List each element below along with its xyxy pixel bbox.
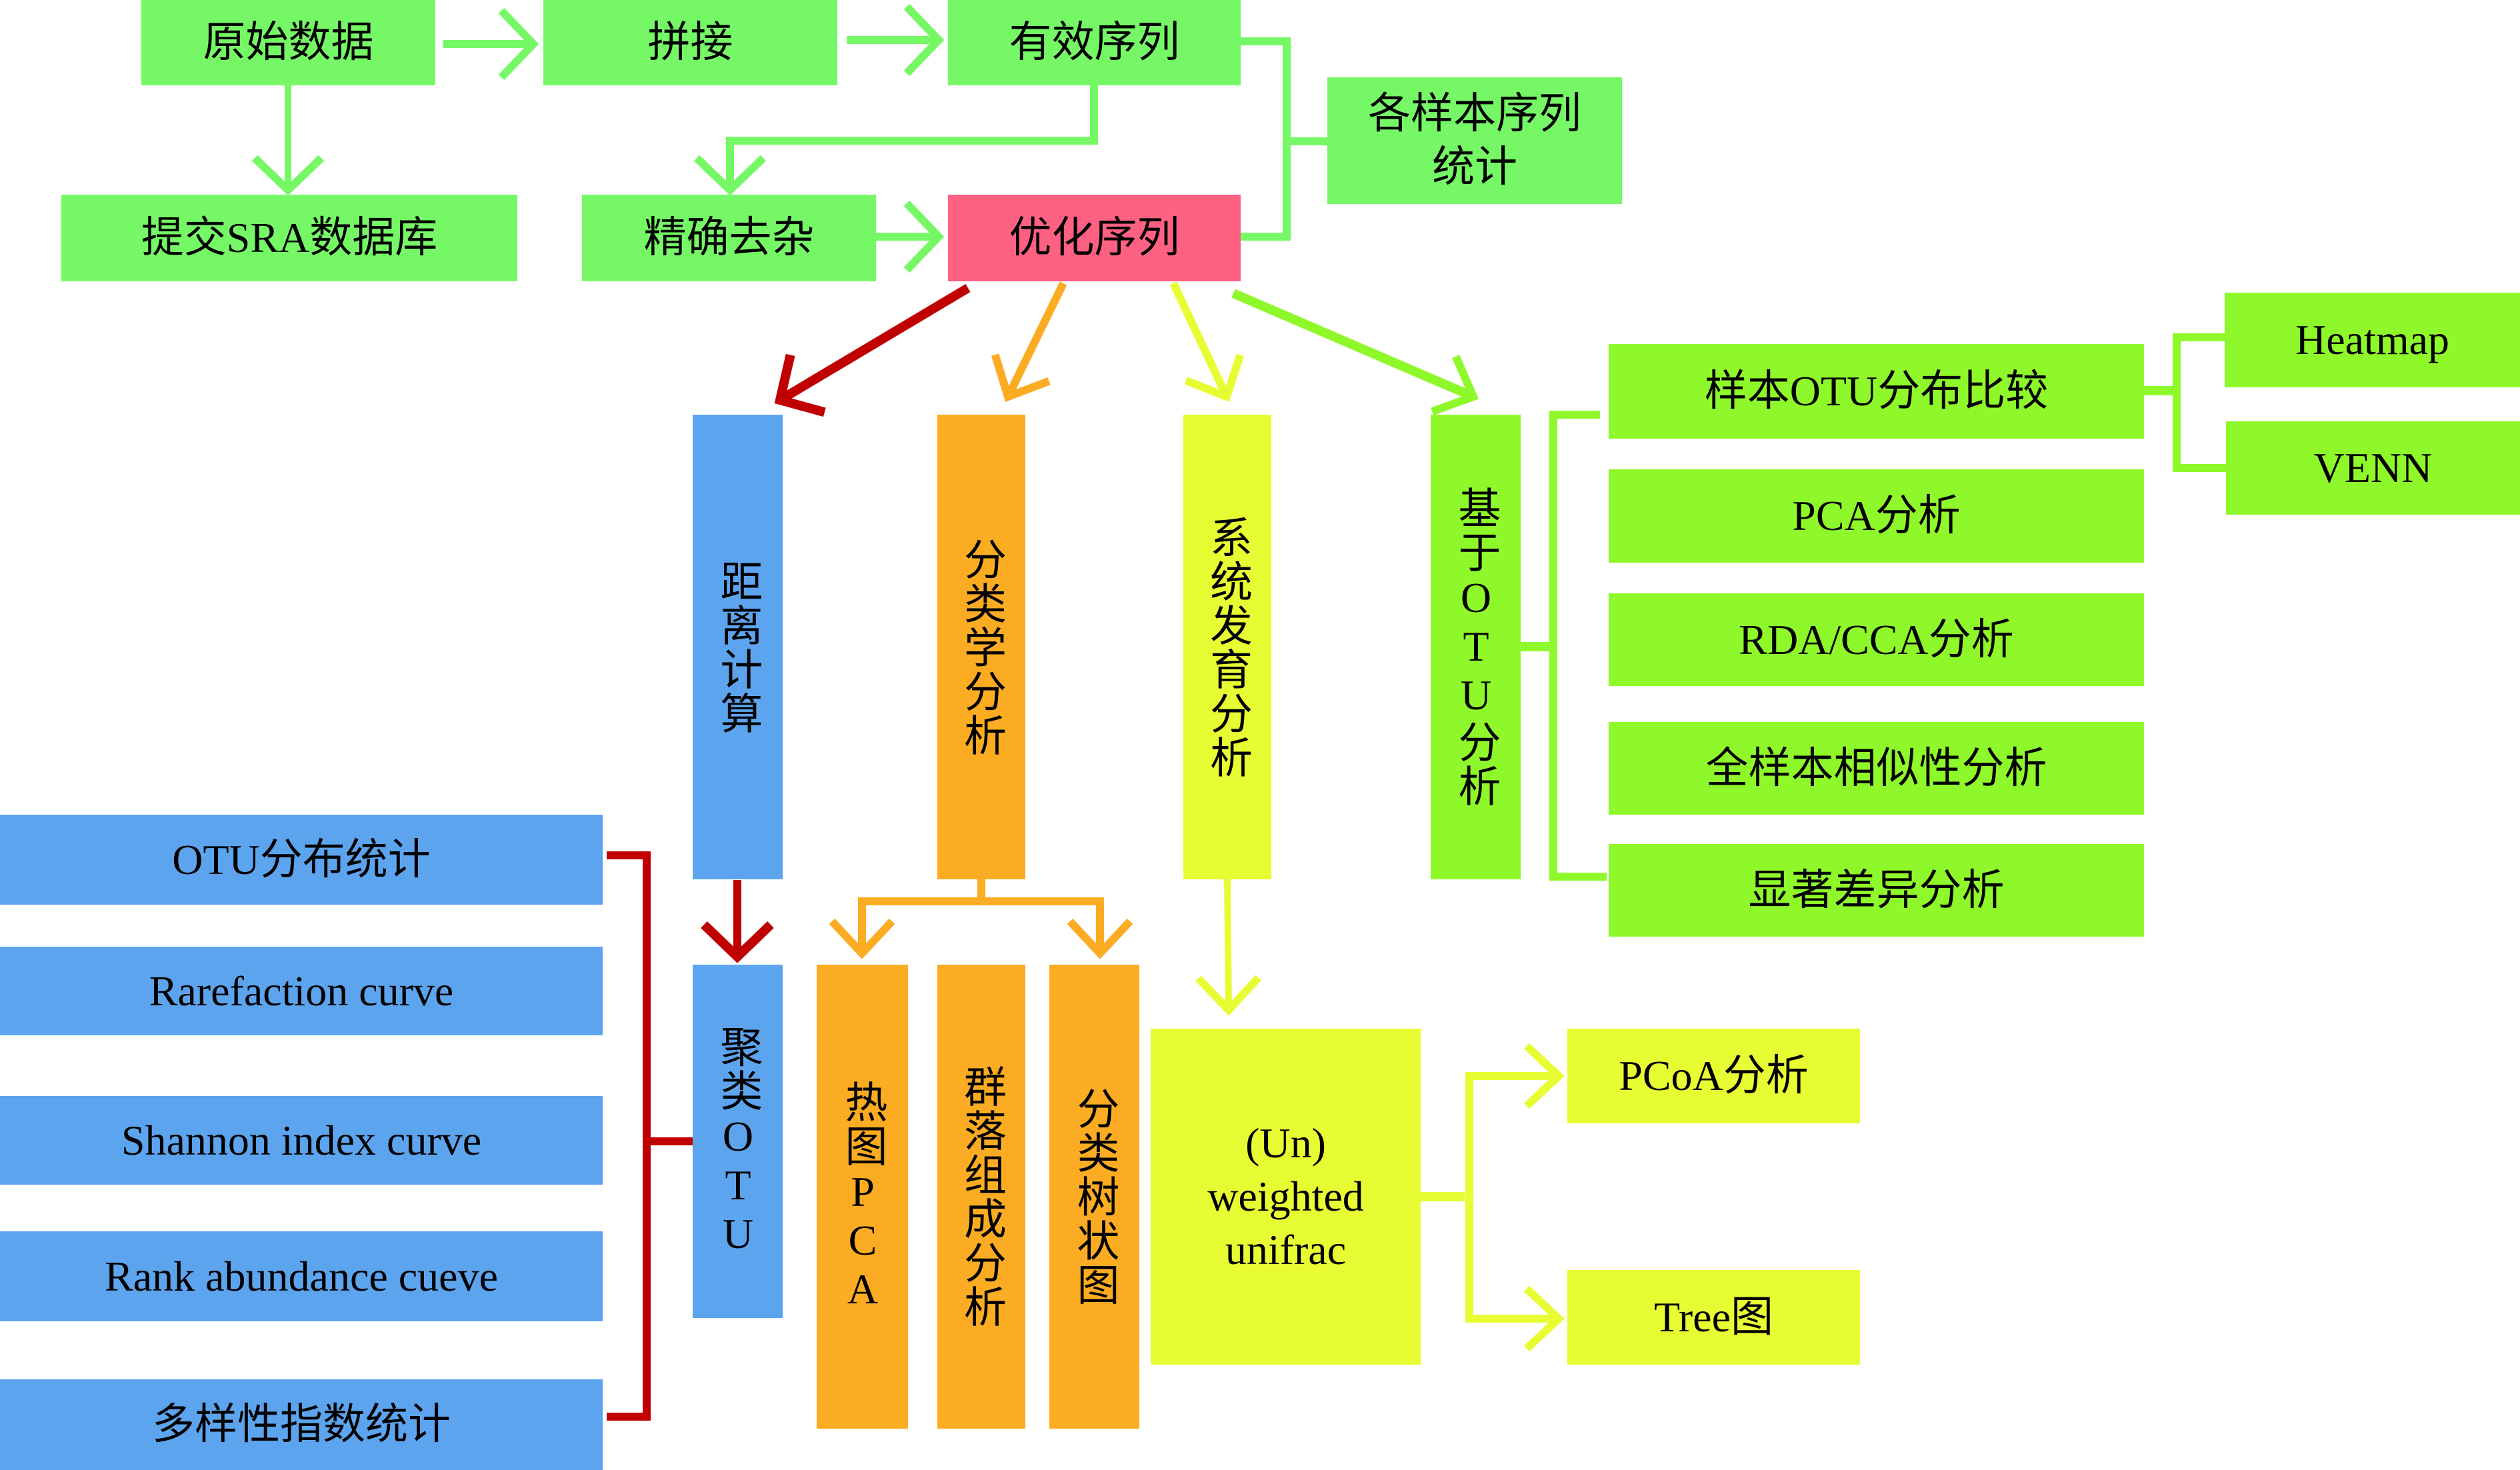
- otu-based-node[interactable]: 基于OTU分析: [1431, 415, 1521, 879]
- comparison-output-venn[interactable]: VENN: [2226, 421, 2520, 515]
- arrow-taxonomy-to-tree: [981, 897, 1133, 959]
- distance-node[interactable]: 距离计算: [693, 415, 783, 879]
- taxonomy-output-tree[interactable]: 分类树状图: [1049, 965, 1139, 1429]
- arrow-phylogeny-to-unifrac: [1195, 879, 1261, 1016]
- unifrac-label: (Un) weighted unifrac: [1207, 1119, 1364, 1273]
- taxonomy-label: 分类学分析: [958, 537, 1005, 757]
- sample-comparison-label: 样本OTU分布比较: [1704, 367, 2049, 415]
- otu-output-similarity[interactable]: 全样本相似性分析: [1609, 722, 2144, 815]
- arrow-valid-to-denoise: [693, 85, 1098, 196]
- denoise-node[interactable]: 精确去杂: [582, 195, 876, 281]
- phylogeny-label: 系统发育分析: [1204, 515, 1251, 779]
- bracket-otu-outputs: [1549, 411, 1607, 881]
- raw-data-node[interactable]: 原始数据: [141, 0, 435, 85]
- rarefaction-label: Rarefaction curve: [149, 967, 454, 1015]
- submit-sra-node[interactable]: 提交SRA数据库: [61, 195, 517, 281]
- bracket-sample-stats: [1241, 37, 1291, 241]
- distance-output-rarefaction[interactable]: Rarefaction curve: [0, 947, 603, 1035]
- otu-output-significant-difference[interactable]: 显著差异分析: [1609, 844, 2144, 937]
- sample-stats-label: 各样本序列统计: [1368, 90, 1581, 191]
- merge-node[interactable]: 拼接: [543, 0, 837, 85]
- bracket-comparison-outputs: [2173, 333, 2226, 472]
- arrow-to-phylogeny: [1169, 281, 1244, 402]
- unifrac-node[interactable]: (Un) weighted unifrac: [1151, 1029, 1421, 1365]
- taxonomy-node[interactable]: 分类学分析: [937, 415, 1025, 879]
- denoise-label: 精确去杂: [643, 214, 815, 261]
- otu-based-label: 基于OTU分析: [1452, 486, 1500, 808]
- raw-data-label: 原始数据: [203, 19, 374, 66]
- diversity-index-label: 多样性指数统计: [152, 1401, 451, 1448]
- arrow-to-otu-based: [1231, 289, 1479, 415]
- tree-label: Tree图: [1654, 1293, 1773, 1341]
- similarity-label: 全样本相似性分析: [1705, 744, 2047, 792]
- bracket-distance-outputs: [607, 851, 651, 1421]
- distance-output-diversity-index[interactable]: 多样性指数统计: [0, 1379, 603, 1470]
- arrow-unifrac-to-pcoa: [1465, 1043, 1565, 1197]
- taxonomy-tree-label: 分类树状图: [1071, 1087, 1119, 1307]
- arrow-unifrac-to-tree: [1465, 1197, 1565, 1352]
- sample-stats-node[interactable]: 各样本序列统计: [1327, 77, 1622, 204]
- rank-abundance-label: Rank abundance cueve: [105, 1252, 498, 1300]
- arrow-to-taxonomy: [991, 281, 1067, 402]
- pcoa-label: PCoA分析: [1619, 1052, 1809, 1099]
- distance-output-rank-abundance[interactable]: Rank abundance cueve: [0, 1231, 603, 1321]
- arrow-taxonomy-to-heatmap-pca: [829, 897, 981, 959]
- otu-output-pca[interactable]: PCA分析: [1609, 469, 2144, 563]
- shannon-label: Shannon index curve: [121, 1116, 482, 1164]
- valid-sequences-node[interactable]: 有效序列: [948, 0, 1241, 85]
- cluster-otu-label: 聚类OTU: [714, 1024, 762, 1259]
- distance-label: 距离计算: [714, 559, 762, 735]
- merge-label: 拼接: [647, 19, 733, 66]
- phylogeny-output-pcoa[interactable]: PCoA分析: [1567, 1029, 1860, 1123]
- phylogeny-node[interactable]: 系统发育分析: [1183, 415, 1271, 879]
- taxonomy-output-heatmap-pca[interactable]: 热图PCA: [817, 965, 908, 1429]
- distance-output-shannon[interactable]: Shannon index curve: [0, 1096, 603, 1185]
- significant-difference-label: 显著差异分析: [1748, 866, 2005, 914]
- taxonomy-output-community[interactable]: 群落组成分析: [937, 965, 1025, 1429]
- submit-sra-label: 提交SRA数据库: [141, 214, 438, 261]
- pca-label: PCA分析: [1792, 492, 1961, 539]
- heatmap-label: Heatmap: [2295, 316, 2449, 363]
- comparison-output-heatmap[interactable]: Heatmap: [2225, 293, 2520, 387]
- phylogeny-output-tree[interactable]: Tree图: [1567, 1270, 1860, 1365]
- rda-cca-label: RDA/CCA分析: [1739, 615, 2014, 663]
- otu-output-rda-cca[interactable]: RDA/CCA分析: [1609, 593, 2144, 686]
- optimized-sequences-label: 优化序列: [1009, 214, 1180, 261]
- arrow-to-distance: [774, 283, 971, 417]
- otu-stats-label: OTU分布统计: [172, 835, 431, 883]
- cluster-otu-node[interactable]: 聚类OTU: [693, 965, 783, 1318]
- valid-sequences-label: 有效序列: [1009, 19, 1180, 66]
- community-label: 群落组成分析: [958, 1065, 1005, 1329]
- heatmap-pca-label: 热图PCA: [839, 1079, 887, 1314]
- otu-output-sample-comparison[interactable]: 样本OTU分布比较: [1609, 344, 2144, 439]
- optimized-sequences-node[interactable]: 优化序列: [948, 195, 1241, 281]
- venn-label: VENN: [2313, 444, 2433, 491]
- distance-output-otu-stats[interactable]: OTU分布统计: [0, 815, 603, 905]
